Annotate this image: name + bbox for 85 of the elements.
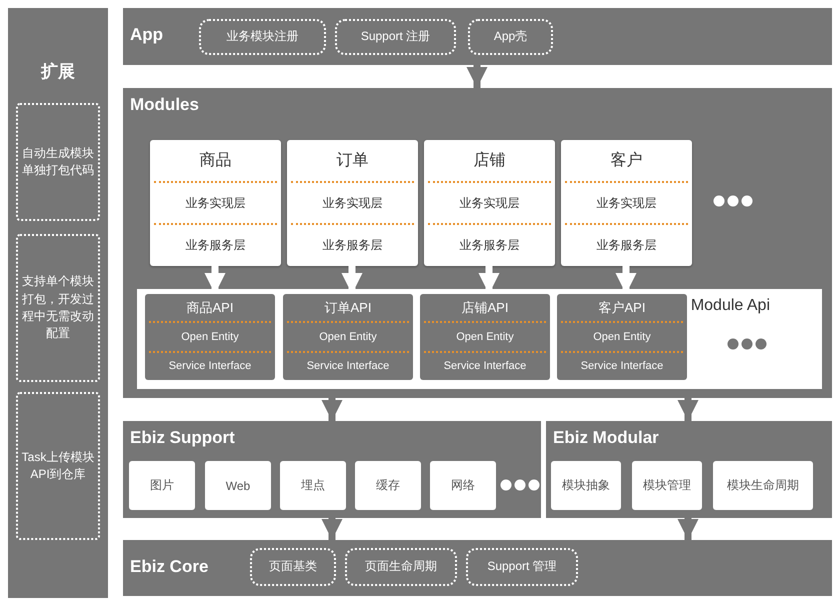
layer-title: Modules (130, 95, 199, 115)
module-card (561, 140, 692, 266)
layer-title: Ebiz Modular (553, 428, 659, 448)
layer-label: Service Interface (580, 360, 664, 372)
component-box (280, 461, 346, 510)
card-title: 商品API (186, 298, 234, 317)
box-text: 页面基类 (269, 558, 317, 576)
box-text: 缓存 (376, 477, 400, 494)
card-title: 订单API (324, 298, 372, 317)
layer-label: Open Entity (181, 330, 239, 343)
card-title: 客户 (610, 150, 642, 171)
box-text: 埋点 (301, 477, 325, 494)
module-card (287, 140, 418, 266)
dotted-pill-box (468, 19, 553, 55)
box-text: App壳 (494, 28, 528, 46)
dotted-pill-box (335, 19, 456, 55)
layer-title: Module Api (690, 297, 770, 315)
sidebar-panel (8, 8, 108, 598)
arrow (322, 518, 342, 540)
sidebar-title: 扩展 (40, 61, 76, 83)
layer-label: 业务服务层 (322, 237, 382, 254)
arrow (678, 398, 698, 421)
layer-label: Service Interface (306, 360, 390, 372)
layer-label: 业务实现层 (596, 194, 656, 212)
box-text: 自动生成模块单独打包代码 (21, 144, 95, 179)
card-title: 商品 (200, 150, 232, 171)
layer-label: 业务服务层 (596, 237, 656, 254)
api-card (557, 294, 687, 380)
box-text: 业务模块注册 (226, 28, 298, 46)
arrow (678, 518, 698, 540)
layer-panel (546, 421, 832, 518)
layer-label: 业务服务层 (460, 237, 520, 254)
dotted-note-box (16, 234, 100, 382)
layer-title: Ebiz Support (130, 428, 235, 448)
dotted-pill-box (199, 19, 326, 55)
dotted-note-box (16, 103, 100, 221)
component-box (129, 461, 195, 510)
box-text: 模块生命周期 (727, 477, 799, 494)
arrow (322, 398, 342, 421)
layer-panel (123, 8, 832, 65)
box-text: 页面生命周期 (365, 558, 437, 576)
layer-label: Service Interface (444, 360, 526, 372)
api-card (283, 294, 413, 380)
component-box (713, 461, 813, 510)
layer-panel (123, 540, 832, 596)
component-box (632, 461, 702, 510)
layer-label: 业务服务层 (186, 237, 246, 254)
dotted-pill-box (466, 548, 578, 586)
card-title: 客户API (598, 298, 646, 317)
box-text: 网络 (451, 477, 475, 494)
layer-label: 业务实现层 (460, 194, 520, 212)
component-box (355, 461, 421, 510)
module-card (424, 140, 555, 266)
box-text: 支持单个模块打包，开发过程中无需改动配置 (21, 273, 95, 342)
layer-title: Ebiz Core (130, 557, 208, 577)
box-text: Task上传模块API到仓库 (20, 448, 96, 483)
card-title: 店铺API (462, 298, 508, 317)
layer-label: Open Entity (456, 330, 514, 343)
layer-label: 业务实现层 (322, 194, 382, 212)
dotted-note-box (16, 392, 100, 540)
box-text: Support 管理 (487, 558, 557, 576)
arrow (466, 65, 488, 88)
dotted-pill-box (345, 548, 457, 586)
box-text: 模块管理 (643, 477, 691, 494)
dotted-pill-box (250, 548, 336, 586)
component-box (551, 461, 621, 510)
layer-label: Open Entity (593, 330, 651, 343)
component-box (430, 461, 496, 510)
module-card (150, 140, 281, 266)
api-layer-panel (137, 289, 822, 389)
box-text: Support 注册 (360, 28, 430, 46)
layer-title: App (130, 25, 164, 45)
box-text: 图片 (150, 477, 174, 494)
box-text: Web (226, 478, 250, 492)
api-card (420, 294, 550, 380)
api-card (145, 294, 275, 380)
card-title: 店铺 (474, 150, 506, 171)
layer-label: Service Interface (168, 360, 252, 372)
layer-panel (123, 88, 832, 398)
component-box (205, 461, 271, 510)
layer-panel (123, 421, 541, 518)
card-title: 订单 (336, 150, 368, 171)
layer-label: 业务实现层 (186, 194, 246, 212)
box-text: 模块抽象 (562, 477, 610, 494)
layer-label: Open Entity (319, 330, 377, 343)
